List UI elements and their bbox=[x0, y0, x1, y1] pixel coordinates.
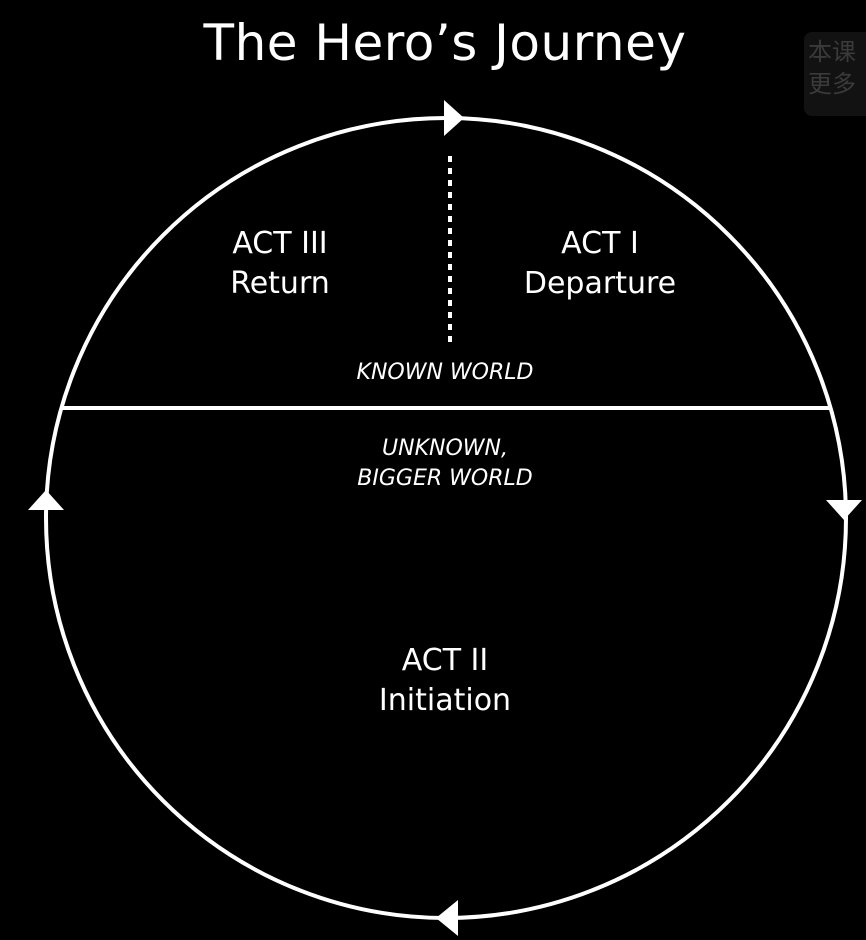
act-three-name: Return bbox=[230, 266, 330, 301]
arrow-left-icon bbox=[436, 900, 458, 936]
act-two-name: Initiation bbox=[378, 683, 512, 718]
act-three-number: ACT III bbox=[232, 226, 328, 261]
watermark-line-2: 更多 bbox=[808, 70, 856, 98]
act-two-label: ACT II Initiation bbox=[325, 641, 565, 721]
arrow-down-icon bbox=[826, 500, 862, 520]
unknown-world-line-1: UNKNOWN, bbox=[382, 436, 508, 461]
watermark-line-1: 本课 bbox=[808, 38, 856, 66]
unknown-world-line-2: BIGGER WORLD bbox=[357, 466, 533, 491]
act-one-name: Departure bbox=[523, 266, 677, 301]
diagram-title: The Hero’s Journey bbox=[203, 14, 687, 72]
act-two-number: ACT II bbox=[401, 643, 489, 678]
act-three-label: ACT III Return bbox=[180, 224, 380, 304]
act-one-label: ACT I Departure bbox=[480, 224, 720, 304]
watermark-badge: 本课 更多 bbox=[804, 32, 866, 116]
journey-circle bbox=[44, 116, 848, 920]
arrow-up-icon bbox=[28, 490, 64, 510]
act-one-number: ACT I bbox=[561, 226, 639, 261]
known-world-label: KNOWN WORLD bbox=[356, 360, 534, 385]
arrow-right-icon bbox=[444, 100, 464, 136]
unknown-world-label: UNKNOWN, BIGGER WORLD bbox=[295, 434, 595, 494]
